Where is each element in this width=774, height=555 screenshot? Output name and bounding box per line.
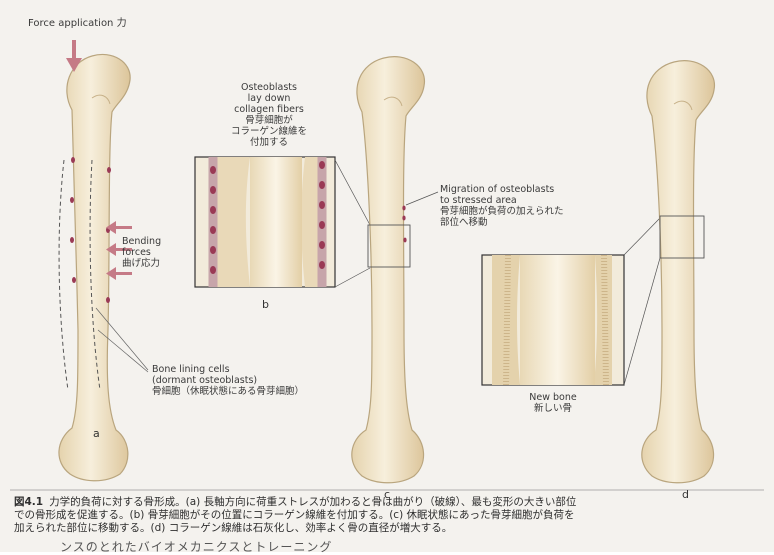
bleed-through-text: ンスのとれたバイオメカニクスとトレーニング [60, 538, 332, 555]
osteoblasts-label: Osteoblasts lay down collagen fibers 骨芽細… [214, 82, 324, 148]
figure-caption: 図4.1 力学的負荷に対する骨形成。(a) 長軸方向に荷重ストレスが加わると骨は曲… [14, 496, 766, 535]
bending-line-1: Bending [122, 236, 161, 247]
lining-line-2: (dormant osteoblasts) [152, 375, 304, 386]
migration-line-3: 骨芽細胞が負荷の加えられた [440, 206, 564, 217]
migration-line-4: 部位へ移動 [440, 217, 564, 228]
osteo-line-5: コラーゲン線維を [214, 126, 324, 137]
osteoblast-column-left [210, 157, 216, 287]
migration-label: Migration of osteoblasts to stressed are… [440, 184, 564, 228]
lining-line-3: 骨細胞（休眠状態にある骨芽細胞） [152, 386, 304, 397]
panel-b [195, 157, 370, 287]
new-bone-line-2: 新しい骨 [518, 403, 588, 414]
new-bone-label: New bone 新しい骨 [518, 392, 588, 414]
osteo-line-6: 付加する [214, 137, 324, 148]
osteo-line-4: 骨芽細胞が [214, 115, 324, 126]
migration-line-2: to stressed area [440, 195, 564, 206]
force-application-label: Force application 力 [28, 18, 127, 29]
osteoblast-column-right [319, 157, 325, 287]
osteo-line-1: Osteoblasts [214, 82, 324, 93]
osteo-line-3: collagen fibers [214, 104, 324, 115]
bending-line-2: forces [122, 247, 161, 258]
caption-line-1: 図4.1 力学的負荷に対する骨形成。(a) 長軸方向に荷重ストレスが加わると骨は曲… [14, 496, 766, 509]
panel-letter-b: b [262, 298, 269, 311]
new-bone-line-1: New bone [518, 392, 588, 403]
bending-line-3: 曲げ応力 [122, 258, 161, 269]
figure-number: 図4.1 [14, 496, 43, 508]
bone-d [642, 61, 715, 483]
bone-c [352, 57, 438, 483]
panel-d-inset [482, 218, 660, 385]
bending-forces-label: Bending forces 曲げ応力 [122, 236, 161, 269]
caption-line-2: での骨形成を促進する。(b) 骨芽細胞がその位置にコラーゲン線維を付加する。(c… [14, 509, 766, 522]
panel-letter-a: a [93, 427, 100, 440]
osteo-line-2: lay down [214, 93, 324, 104]
lining-line-1: Bone lining cells [152, 364, 304, 375]
caption-line-3: 加えられた部位に移動する。(d) コラーゲン線維は石灰化し、効率よく骨の直径が増… [14, 522, 766, 535]
migration-line-1: Migration of osteoblasts [440, 184, 564, 195]
caption-text-1: 力学的負荷に対する骨形成。(a) 長軸方向に荷重ストレスが加わると骨は曲がり（破… [49, 496, 576, 508]
bone-lining-cells-label: Bone lining cells (dormant osteoblasts) … [152, 364, 304, 397]
